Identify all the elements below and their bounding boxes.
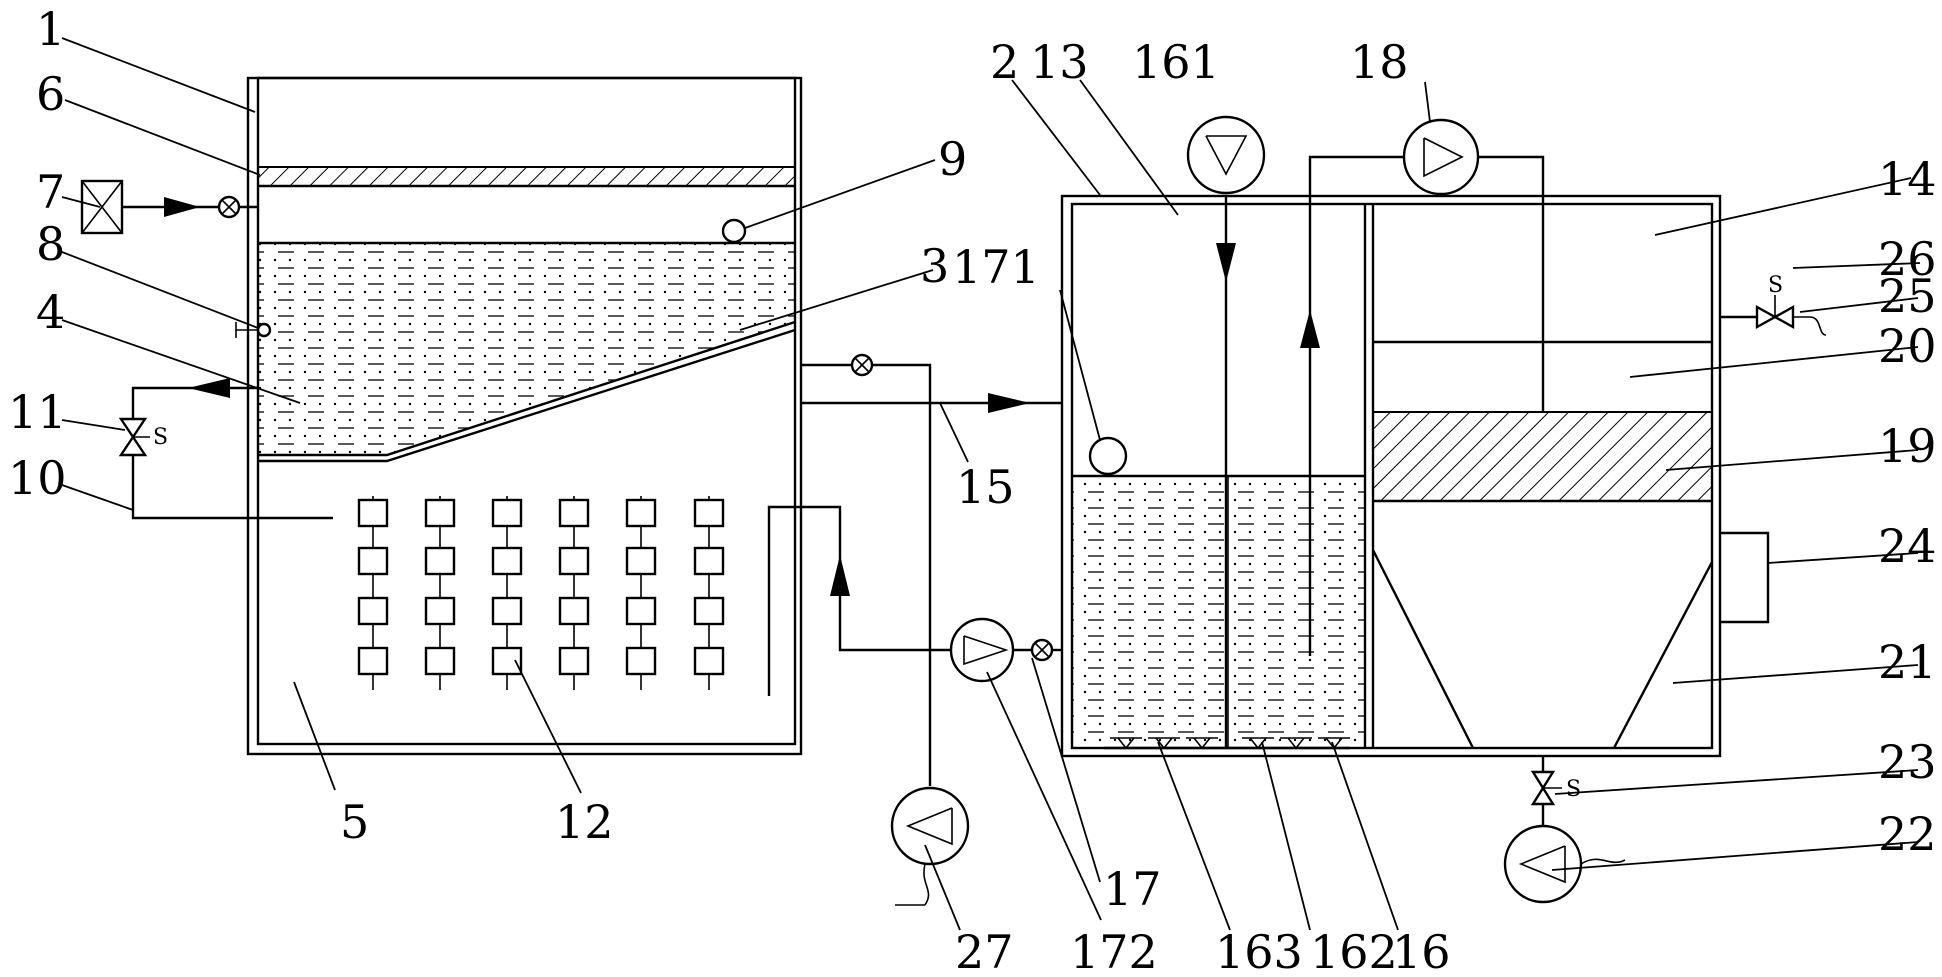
- sloped-plate-3-bottom: [258, 328, 796, 463]
- flowmeter-17: [1030, 638, 1054, 662]
- transfer-flowmeter: [850, 353, 874, 377]
- outlet-valve-25: S: [1720, 273, 1827, 336]
- flow-arrow-161: [1216, 243, 1236, 282]
- membrane-modules-12: [357, 496, 725, 690]
- float-171: [1088, 436, 1128, 476]
- label-6: 6: [36, 67, 65, 121]
- sloped-plate-3-top: [258, 320, 796, 457]
- label-19: 19: [1878, 419, 1937, 473]
- label-161: 161: [1132, 35, 1220, 89]
- pump-18-pipe-right: [1478, 155, 1545, 412]
- connecting-pipes: [801, 353, 1062, 906]
- label-11: 11: [8, 385, 67, 439]
- membrane-column-2: [424, 496, 456, 690]
- pump-172: [949, 617, 1015, 683]
- inlet-flowmeter: [217, 195, 241, 219]
- label-162: 162: [1310, 925, 1398, 977]
- label-4: 4: [36, 285, 65, 339]
- flow-arrow-return: [188, 378, 230, 398]
- leader-lines: [61, 37, 1921, 931]
- label-14: 14: [1878, 152, 1937, 206]
- label-5: 5: [340, 795, 369, 849]
- membrane-column-3: [491, 496, 523, 690]
- label-23: 23: [1878, 735, 1937, 789]
- pump-18-pipe-left: [1308, 155, 1405, 656]
- label-15: 15: [956, 460, 1015, 514]
- label-7: 7: [36, 165, 65, 219]
- pump-27-line: [872, 363, 932, 786]
- label-13: 13: [1030, 35, 1089, 89]
- label-12: 12: [555, 795, 614, 849]
- label-21: 21: [1878, 635, 1937, 689]
- right-tank-outer-wall: [1060, 194, 1722, 758]
- label-24: 24: [1878, 519, 1937, 573]
- level-gauge-8: [235, 322, 272, 338]
- pump-27: [890, 786, 970, 866]
- label-3: 3: [920, 239, 949, 293]
- flow-arrow-18: [1300, 310, 1320, 348]
- bottom-valve-23: S: [1530, 756, 1581, 826]
- membrane-column-4: [558, 496, 590, 690]
- label-8: 8: [36, 217, 65, 271]
- hopper-right-wall: [1612, 561, 1714, 749]
- right-tank: S S: [1060, 155, 1827, 904]
- label-172: 172: [1070, 925, 1158, 977]
- suction-pipe: [767, 505, 951, 696]
- label-10: 10: [8, 451, 67, 505]
- label-2: 2: [990, 35, 1019, 89]
- hatched-plate-6: [257, 166, 796, 187]
- flow-arrow-15: [988, 393, 1030, 413]
- pump-161: [1186, 115, 1266, 195]
- label-17: 17: [1103, 862, 1162, 916]
- diffuser-163-group: [1110, 737, 1218, 749]
- pump-27-cable: [895, 863, 930, 906]
- membrane-column-1: [357, 496, 389, 690]
- label-18: 18: [1350, 35, 1409, 89]
- pump-22-cable: [1580, 858, 1626, 865]
- label-16: 16: [1392, 925, 1451, 977]
- pump-22: [1503, 824, 1583, 904]
- valve-11-mark: S: [153, 425, 168, 450]
- box-24: [1720, 531, 1770, 624]
- label-22: 22: [1878, 807, 1937, 861]
- flow-arrow-suction: [830, 555, 850, 596]
- label-27: 27: [955, 925, 1014, 977]
- return-pipe-10: S: [118, 378, 333, 520]
- label-20: 20: [1878, 319, 1937, 373]
- label-171: 171: [952, 240, 1040, 294]
- label-26: 26: [1878, 232, 1937, 286]
- part-labels: 1 6 7 8 4 11 10 9 3 5 12 15 2 13 161 18 …: [8, 2, 1937, 977]
- label-25: 25: [1878, 269, 1937, 323]
- filter-layer-19: [1372, 411, 1713, 502]
- valve-23-mark: S: [1566, 777, 1581, 802]
- float-9: [721, 218, 747, 244]
- hopper-left-wall: [1371, 549, 1475, 749]
- pump-18: [1402, 118, 1480, 196]
- label-1: 1: [36, 2, 65, 56]
- label-9: 9: [938, 132, 967, 186]
- liquid-region-13: [1072, 476, 1365, 748]
- membrane-column-6: [693, 496, 725, 690]
- flow-arrow-inlet: [164, 197, 200, 217]
- membrane-column-5: [625, 496, 657, 690]
- solenoid-valve-11: S: [118, 417, 168, 457]
- valve-26-mark: S: [1768, 273, 1783, 298]
- inlet-assembly-7: [80, 179, 258, 235]
- label-163: 163: [1215, 925, 1303, 977]
- left-tank: S: [80, 76, 951, 756]
